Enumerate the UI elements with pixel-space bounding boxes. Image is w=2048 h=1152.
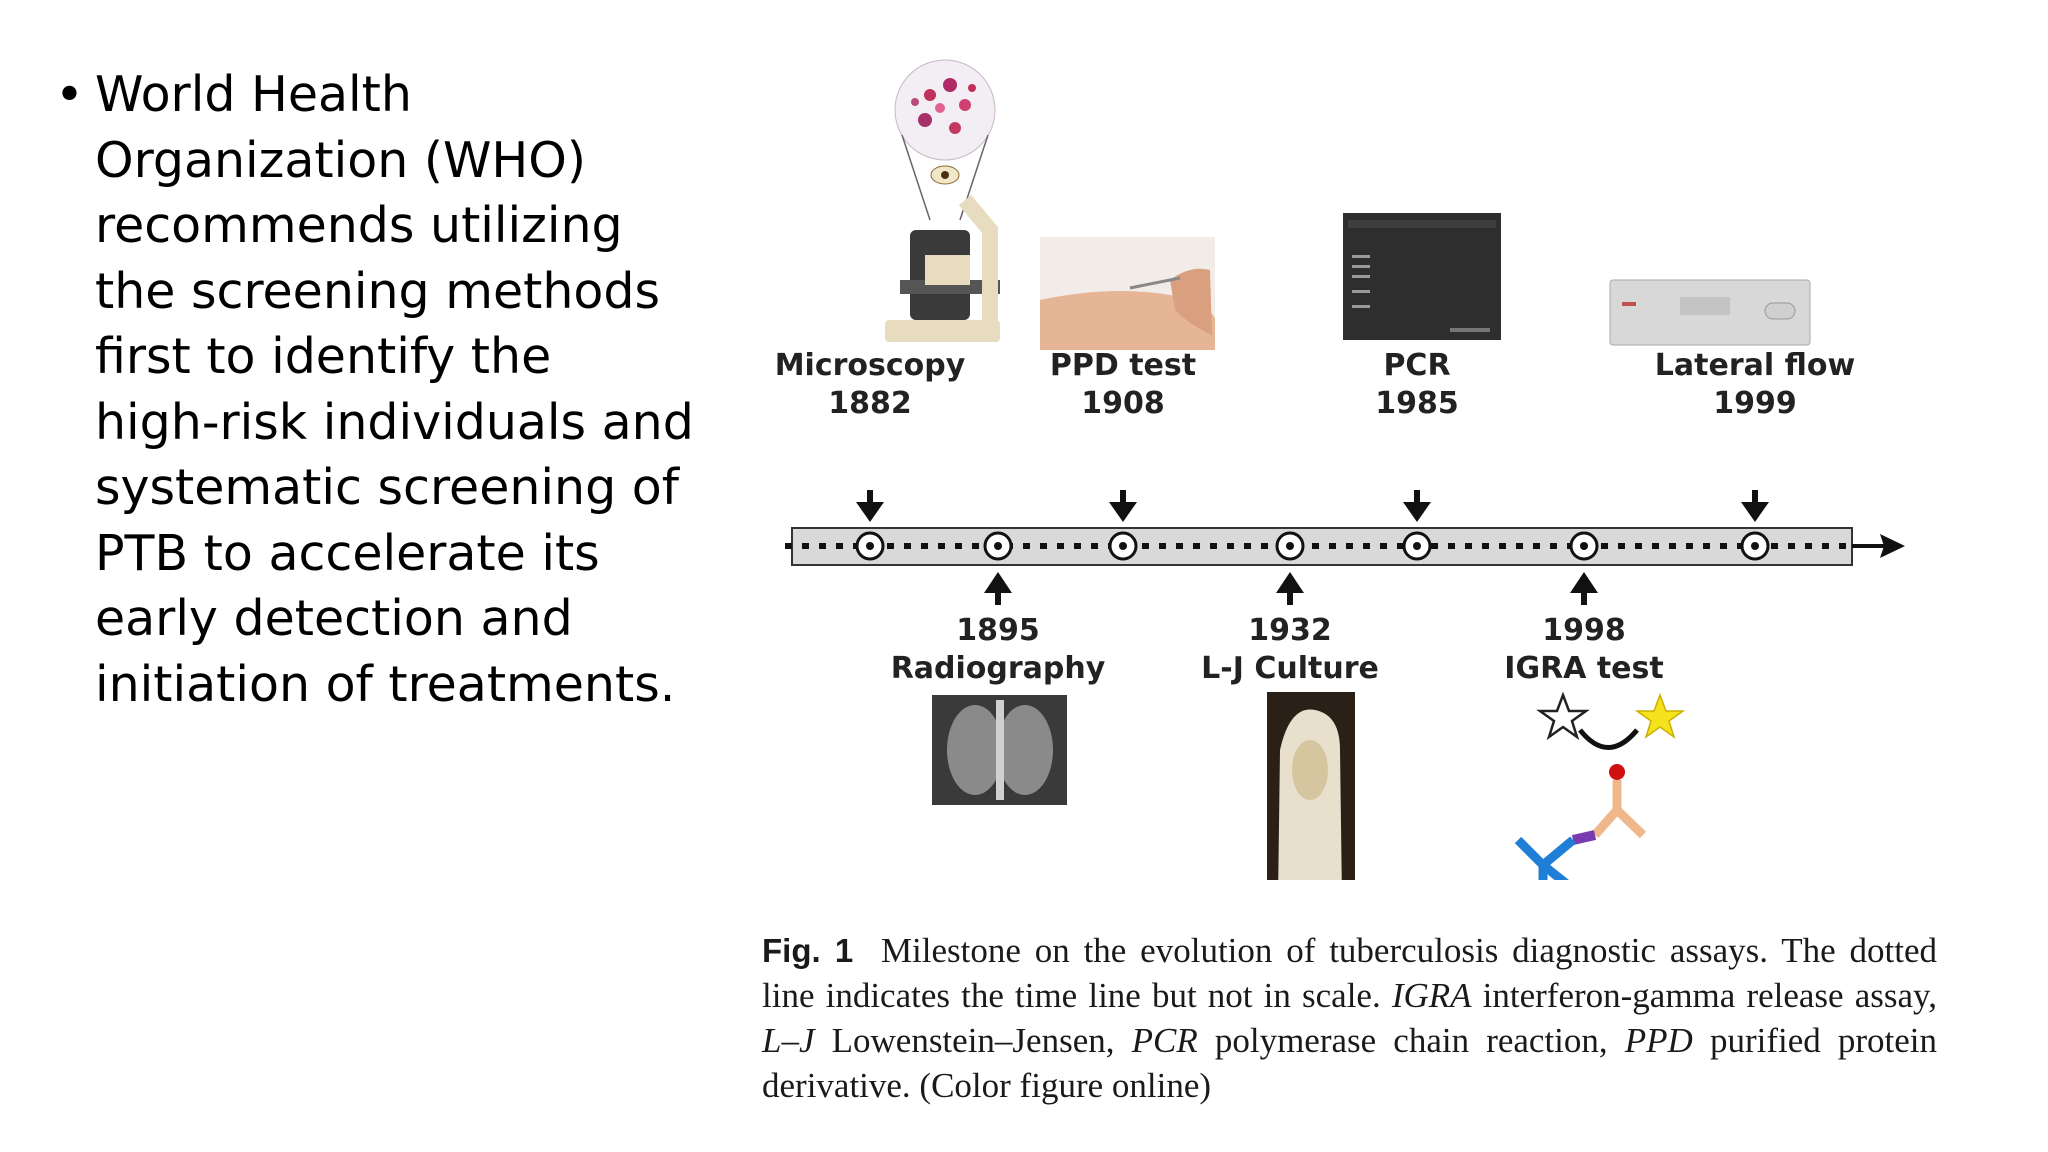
ppd-test-image (1040, 237, 1215, 350)
igra-diagram (1514, 691, 1686, 880)
timeline-graphic (785, 59, 1905, 880)
milestone-pcr: PCR 1985 (1375, 347, 1459, 423)
caption-abbr-lj: L–J (762, 1021, 815, 1060)
milestone-year: 1932 (1248, 613, 1332, 648)
timeline-bar (785, 527, 1905, 566)
milestone-name: IGRA test (1504, 651, 1664, 686)
timeline-figure: Microscopy 1882 PPD test 1908 PCR 1985 L… (750, 50, 1950, 880)
microscope-image (885, 59, 1000, 342)
caption-def-ppd: purified protein derivative. (Color figu… (762, 1021, 1938, 1105)
down-arrows (856, 490, 1769, 522)
star-outline-icon (1536, 691, 1590, 741)
milestone-name: Radiography (890, 651, 1106, 686)
caption-abbr-igra: IGRA (1391, 976, 1472, 1015)
caption-def-pcr: polymerase chain reaction, (1214, 1021, 1608, 1060)
milestone-year: 1895 (956, 613, 1040, 648)
caption-abbr-ppd: PPD (1624, 1021, 1693, 1060)
milestone-year: 1999 (1713, 386, 1797, 421)
milestone-ppd-test: PPD test 1908 (1050, 347, 1196, 423)
milestone-igra-test: 1998 IGRA test (1504, 612, 1663, 688)
timeline-arrowhead (1880, 534, 1905, 558)
milestone-name: Lateral flow (1654, 348, 1856, 383)
milestone-lj-culture: 1932 L-J Culture (1201, 612, 1379, 688)
milestone-year: 1908 (1081, 386, 1165, 421)
bullet-marker: • (55, 66, 84, 123)
milestone-name: L-J Culture (1201, 651, 1379, 686)
caption-def-lj: Lowenstein–Jensen, (831, 1021, 1115, 1060)
milestone-year: 1998 (1542, 613, 1626, 648)
milestone-lateral-flow: Lateral flow 1999 (1655, 347, 1855, 423)
caption-text: Milestone on the evolution of tuberculos… (762, 931, 1937, 1015)
caption-abbr-pcr: PCR (1131, 1021, 1198, 1060)
star-filled-icon (1634, 692, 1686, 739)
radiography-image (932, 695, 1067, 805)
bullet-point: • World Health Organization (WHO) recomm… (55, 62, 715, 717)
milestone-year: 1985 (1375, 386, 1459, 421)
milestone-name: PPD test (1049, 348, 1197, 383)
up-arrows (984, 572, 1598, 605)
milestone-radiography: 1895 Radiography (891, 612, 1106, 688)
caption-def-igra: interferon-gamma release assay, (1482, 976, 1937, 1015)
milestone-year: 1882 (828, 386, 912, 421)
lateral-flow-image (1609, 279, 1811, 346)
milestone-markers (855, 531, 1770, 561)
pcr-gel-image (1343, 213, 1501, 340)
bullet-text: World Health Organization (WHO) recommen… (95, 66, 694, 713)
milestone-name: PCR (1383, 348, 1451, 383)
milestone-name: Microscopy (774, 348, 966, 383)
milestone-microscopy: Microscopy 1882 (775, 347, 966, 423)
figure-caption: Fig. 1 Milestone on the evolution of tub… (762, 928, 1937, 1108)
figure-label: Fig. 1 (762, 932, 854, 969)
lj-culture-image (1267, 692, 1355, 880)
